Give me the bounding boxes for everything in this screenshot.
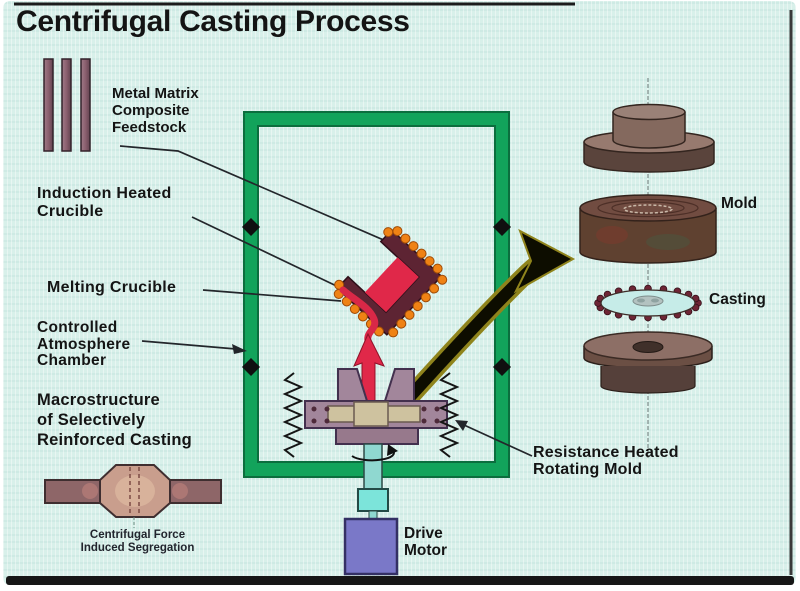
diamond-marker-icon	[493, 358, 511, 376]
feedstock-rods-icon	[43, 58, 91, 152]
label-mold: Mold	[721, 195, 758, 212]
label-centrifugal-force-segregation: Centrifugal Force Induced Segregation	[80, 529, 195, 554]
label-controlled-atmosphere-chamber: Controlled Atmosphere Chamber	[37, 319, 131, 369]
label-feedstock: Metal Matrix Composite Feedstock	[112, 85, 199, 136]
bolt-dots	[311, 406, 440, 424]
page-title: Centrifugal Casting Process	[16, 5, 410, 38]
diamond-marker-icon	[493, 218, 511, 236]
leader-lines	[119, 145, 533, 457]
mold-stack	[579, 78, 717, 458]
casting-macrostructure	[44, 464, 222, 528]
melting-crucible	[333, 226, 448, 338]
label-casting: Casting	[709, 291, 766, 308]
photo-frame	[6, 2, 794, 585]
rotation-arrow-icon	[351, 449, 395, 462]
label-macrostructure: Macrostructure of Selectively Reinforced…	[37, 391, 192, 449]
chamber-frame	[243, 111, 510, 478]
drive-motor-box	[343, 517, 399, 576]
diamond-markers	[242, 218, 511, 376]
label-melting-crucible: Melting Crucible	[47, 279, 177, 296]
diamond-marker-icon	[242, 218, 260, 236]
spring-heaters	[282, 372, 460, 458]
spring-heater-icon	[282, 372, 304, 458]
diamond-marker-icon	[242, 358, 260, 376]
molten-metal	[364, 257, 419, 313]
rotating-mold-assembly	[304, 368, 448, 576]
spring-heater-icon	[438, 372, 460, 458]
label-resistance-heated-rotating-mold: Resistance Heated Rotating Mold	[533, 444, 679, 478]
transfer-arrow-icon	[398, 228, 576, 409]
gear-casting-icon	[594, 284, 702, 322]
label-drive-motor: Drive Motor	[404, 525, 448, 559]
label-induction-heated-crucible: Induction Heated Crucible	[37, 185, 172, 220]
